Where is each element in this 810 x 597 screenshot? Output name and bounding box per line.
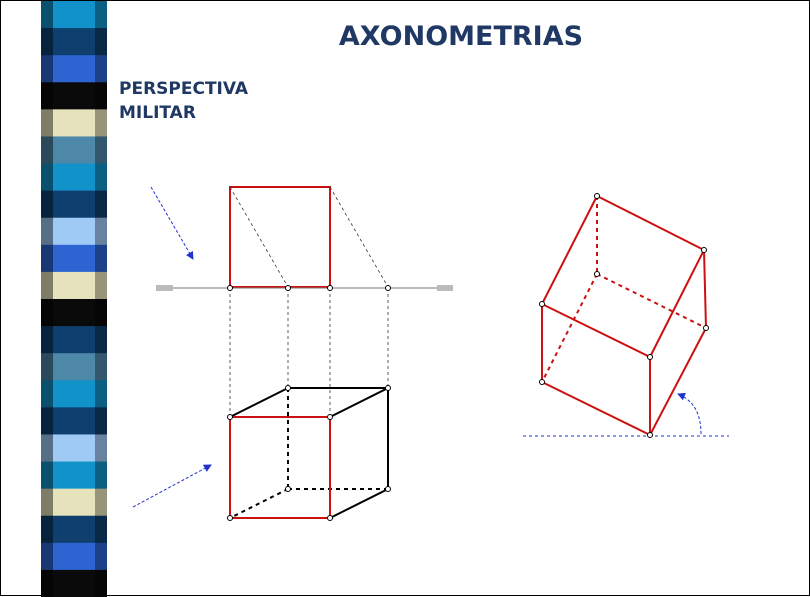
vertex-point xyxy=(647,354,653,360)
vertex-point xyxy=(385,285,391,291)
side-bar-shade xyxy=(41,1,53,597)
vertex-point xyxy=(701,247,707,253)
side-bar-stripe xyxy=(41,271,107,300)
slide-subtitle: PERSPECTIVA MILITAR xyxy=(119,77,359,125)
decorative-side-bar xyxy=(41,1,107,597)
oblique-projection-line xyxy=(329,186,389,288)
side-bar-stripe xyxy=(41,488,107,517)
side-bar-stripe xyxy=(41,380,107,408)
visible-edge xyxy=(329,488,389,519)
vertex-point xyxy=(327,285,333,291)
vertex-point xyxy=(327,414,333,420)
side-bar-stripe xyxy=(41,542,107,571)
side-bar-stripe xyxy=(41,569,107,597)
visible-edge xyxy=(703,249,707,329)
slide-title: AXONOMETRIAS xyxy=(338,21,584,52)
side-bar-stripe xyxy=(41,244,107,273)
side-bar-stripe xyxy=(41,190,107,219)
visible-edge xyxy=(649,249,705,358)
vertex-point xyxy=(327,515,333,521)
vertex-point xyxy=(285,486,291,492)
vertex-point xyxy=(285,385,291,391)
side-bar-stripes xyxy=(41,1,107,597)
cube-rotated-view xyxy=(523,193,729,438)
visible-edge xyxy=(541,381,651,436)
side-bar-stripe xyxy=(41,28,107,56)
subtitle-line-1: PERSPECTIVA xyxy=(119,79,249,99)
visible-edge xyxy=(596,195,705,251)
side-bar-stripe xyxy=(41,326,107,354)
vertex-point xyxy=(647,432,653,438)
side-bar-stripe xyxy=(41,136,107,165)
dashed-arrow-icon xyxy=(150,186,194,260)
side-bar-stripe xyxy=(41,217,107,246)
dashed-arrow-icon xyxy=(132,464,212,508)
visible-edge xyxy=(649,327,707,436)
curved-arrow-icon xyxy=(677,392,702,435)
side-bar-stripe xyxy=(41,353,107,381)
side-bar-stripe xyxy=(41,515,107,544)
cube-military-perspective xyxy=(227,285,391,521)
vertex-point xyxy=(594,193,600,199)
side-bar-stripe xyxy=(41,461,107,490)
side-bar-stripe xyxy=(41,434,107,463)
visible-edge xyxy=(541,303,651,358)
vertex-point xyxy=(285,285,291,291)
side-bar-stripe xyxy=(41,82,107,110)
side-bar-stripe xyxy=(41,299,107,327)
hidden-edge xyxy=(229,488,289,519)
ground-line xyxy=(156,285,453,291)
visible-edge xyxy=(541,195,598,305)
hidden-edge xyxy=(596,273,707,329)
vertex-point xyxy=(227,285,233,291)
side-bar-stripe xyxy=(41,407,107,436)
vertex-point xyxy=(227,515,233,521)
vertex-point xyxy=(703,325,709,331)
side-bar-stripe xyxy=(41,55,107,83)
elevation-square xyxy=(229,186,331,288)
visible-edge xyxy=(329,387,389,418)
subtitle-line-2: MILITAR xyxy=(119,103,196,123)
elevation-view xyxy=(229,186,389,288)
oblique-projection-line xyxy=(229,186,289,288)
visible-edge xyxy=(229,387,289,418)
vertex-point xyxy=(227,414,233,420)
side-bar-stripe xyxy=(41,1,107,29)
reference-lines xyxy=(229,288,389,417)
side-bar-stripe xyxy=(41,109,107,138)
vertex-point xyxy=(385,486,391,492)
vertex-point xyxy=(594,271,600,277)
vertex-point xyxy=(539,379,545,385)
vertex-point xyxy=(539,301,545,307)
side-bar-shade xyxy=(95,1,107,597)
cube-front-face xyxy=(229,416,331,519)
side-bar-stripe xyxy=(41,163,107,192)
vertex-point xyxy=(385,385,391,391)
